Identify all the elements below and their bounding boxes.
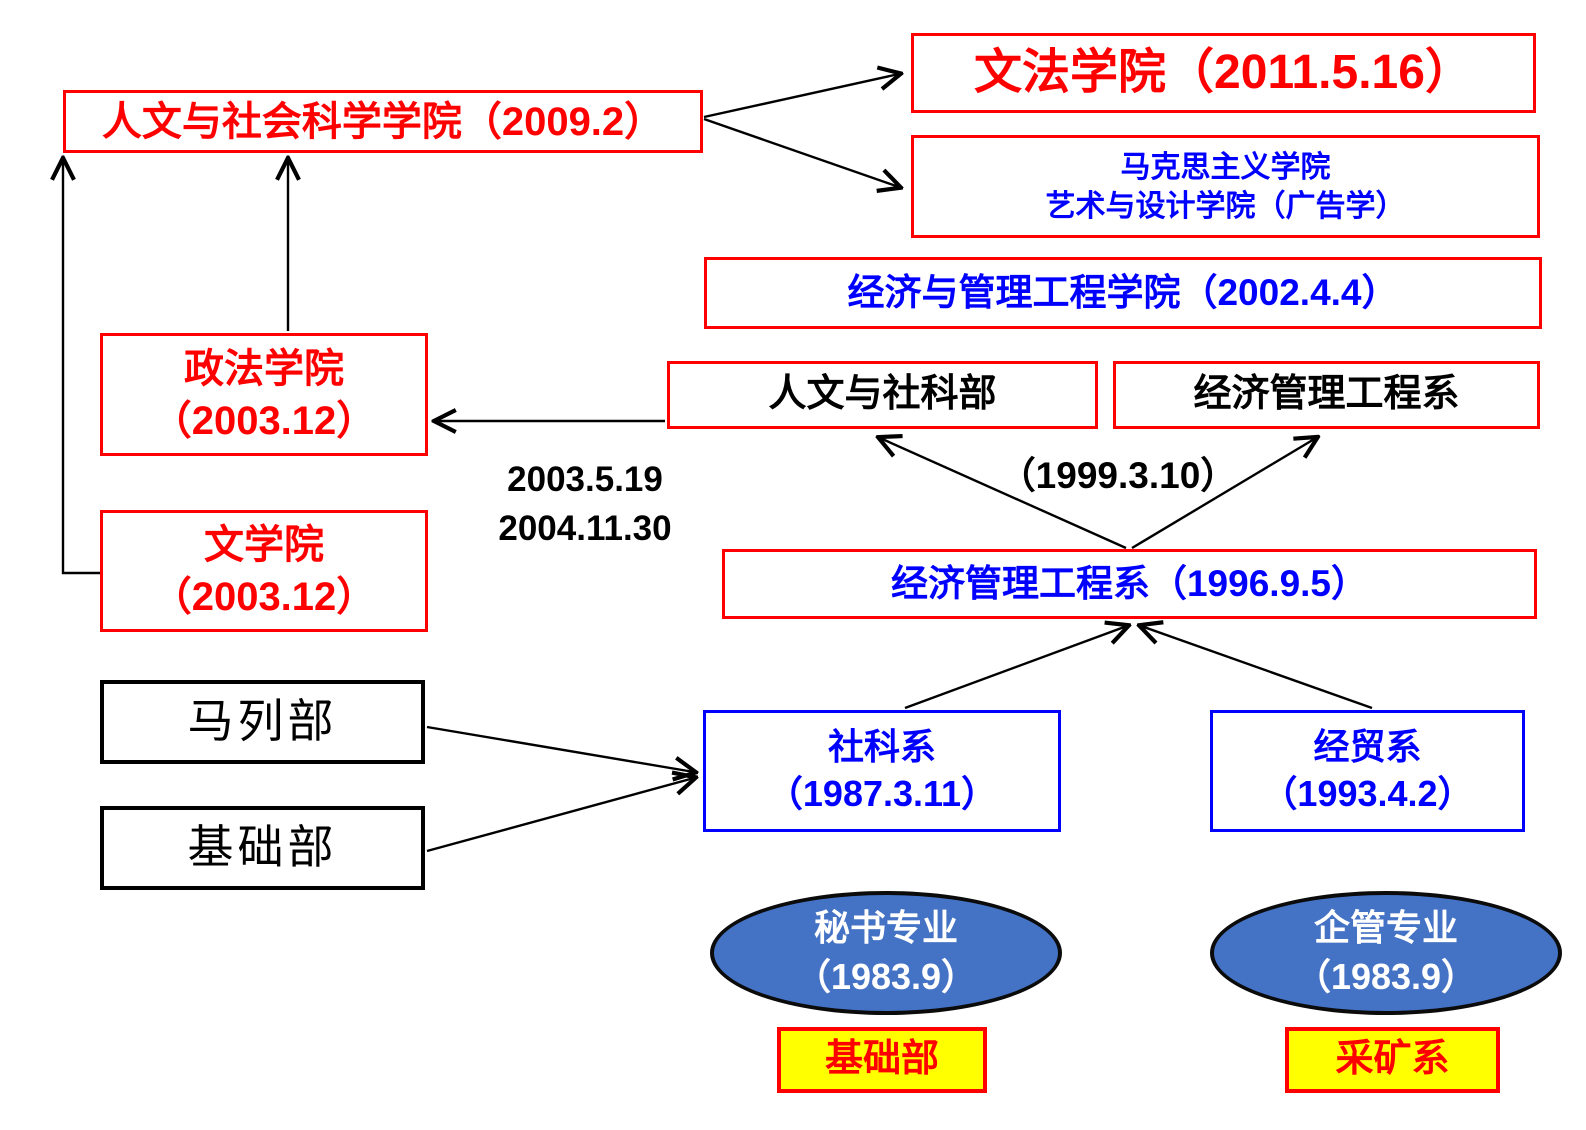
node-econ-mgmt-eng-dept-1996: 经济管理工程系（1996.9.5） — [722, 549, 1537, 619]
node-caikuang-origin: 采矿系 — [1285, 1027, 1500, 1093]
node-qiguan-major-1983-line1: 企管专业 — [1313, 907, 1458, 949]
node-sheke-dept-1987-line1: 社科系 — [827, 726, 936, 768]
node-mishu-major-1983: 秘书专业 （1983.9） — [710, 891, 1062, 1015]
node-econ-mgmt-eng-dept-label: 经济管理工程系 — [1193, 373, 1460, 416]
arrow-jichu-to-sheke — [426, 778, 694, 853]
node-zhengfa-college-2003-line1: 政法学院 — [184, 346, 344, 391]
arrow-econ1996-to-humanities-social-dept — [880, 438, 1127, 550]
node-econ-mgmt-eng-dept: 经济管理工程系 — [1113, 361, 1540, 429]
node-wen-college-2003: 文学院 （2003.12） — [100, 510, 428, 632]
arrow-jingmao-to-econ1996 — [1141, 626, 1373, 710]
arrow-humanities2009-to-wenfa — [703, 74, 899, 119]
node-econ-mgmt-college-2002-label: 经济与管理工程学院（2002.4.4） — [847, 271, 1399, 313]
node-marxism-art-colleges-line2: 艺术与设计学院（广告学） — [1045, 189, 1406, 223]
node-jingmao-dept-1993-line2: （1993.4.2） — [1261, 773, 1474, 814]
arrow-wencollege-to-humanities2009 — [63, 160, 100, 575]
node-jichu-origin-label: 基础部 — [824, 1038, 939, 1081]
annotation-transfer-dates: 2003.5.19 2004.11.30 — [450, 455, 720, 553]
node-mishu-major-1983-line2: （1983.9） — [794, 956, 978, 997]
node-humanities-social-dept: 人文与社科部 — [667, 361, 1098, 429]
node-econ-mgmt-college-2002: 经济与管理工程学院（2002.4.4） — [704, 257, 1542, 329]
node-marxism-art-colleges-line1: 马克思主义学院 — [1120, 150, 1331, 184]
node-econ-mgmt-eng-dept-1996-label: 经济管理工程系（1996.9.5） — [890, 562, 1369, 604]
node-zhengfa-college-2003: 政法学院 （2003.12） — [100, 333, 428, 456]
node-jichu-dept-label: 基础部 — [187, 821, 338, 874]
node-wenfa-college-2011-label: 文法学院（2011.5.16） — [974, 45, 1473, 99]
node-mishu-major-1983-line1: 秘书专业 — [813, 907, 958, 949]
node-caikuang-origin-label: 采矿系 — [1335, 1038, 1450, 1081]
arrow-humanities2009-to-marxism-art — [703, 117, 899, 187]
node-jichu-dept: 基础部 — [100, 806, 425, 890]
node-wen-college-2003-line1: 文学院 — [204, 523, 324, 567]
arrow-malie-to-sheke — [426, 725, 694, 772]
node-wen-college-2003-line2: （2003.12） — [151, 575, 377, 619]
node-humanities-college-2009-label: 人文与社会科学学院（2009.2） — [101, 99, 665, 144]
node-sheke-dept-1987: 社科系 （1987.3.11） — [703, 710, 1061, 832]
node-malie-dept: 马列部 — [100, 680, 425, 764]
node-marxism-art-colleges: 马克思主义学院 艺术与设计学院（广告学） — [911, 135, 1540, 238]
node-jingmao-dept-1993: 经贸系 （1993.4.2） — [1210, 710, 1525, 832]
node-humanities-social-dept-label: 人文与社科部 — [768, 373, 997, 416]
annotation-merge-date-1999: （1999.3.10） — [998, 455, 1238, 496]
arrow-econ1996-to-econ-mgmt-eng-dept — [1131, 438, 1316, 550]
annotation-transfer-dates-line1: 2003.5.19 — [507, 460, 663, 499]
annotation-transfer-dates-line2: 2004.11.30 — [498, 509, 672, 548]
node-sheke-dept-1987-line2: （1987.3.11） — [766, 773, 998, 814]
node-humanities-college-2009: 人文与社会科学学院（2009.2） — [63, 90, 703, 153]
node-wenfa-college-2011: 文法学院（2011.5.16） — [911, 33, 1536, 113]
node-jingmao-dept-1993-line1: 经贸系 — [1313, 726, 1422, 768]
node-jichu-origin: 基础部 — [777, 1027, 987, 1093]
node-zhengfa-college-2003-line2: （2003.12） — [151, 398, 377, 443]
node-malie-dept-label: 马列部 — [187, 695, 338, 748]
arrow-sheke-to-econ1996 — [904, 626, 1127, 710]
node-qiguan-major-1983: 企管专业 （1983.9） — [1210, 891, 1562, 1015]
node-qiguan-major-1983-line2: （1983.9） — [1294, 956, 1478, 997]
